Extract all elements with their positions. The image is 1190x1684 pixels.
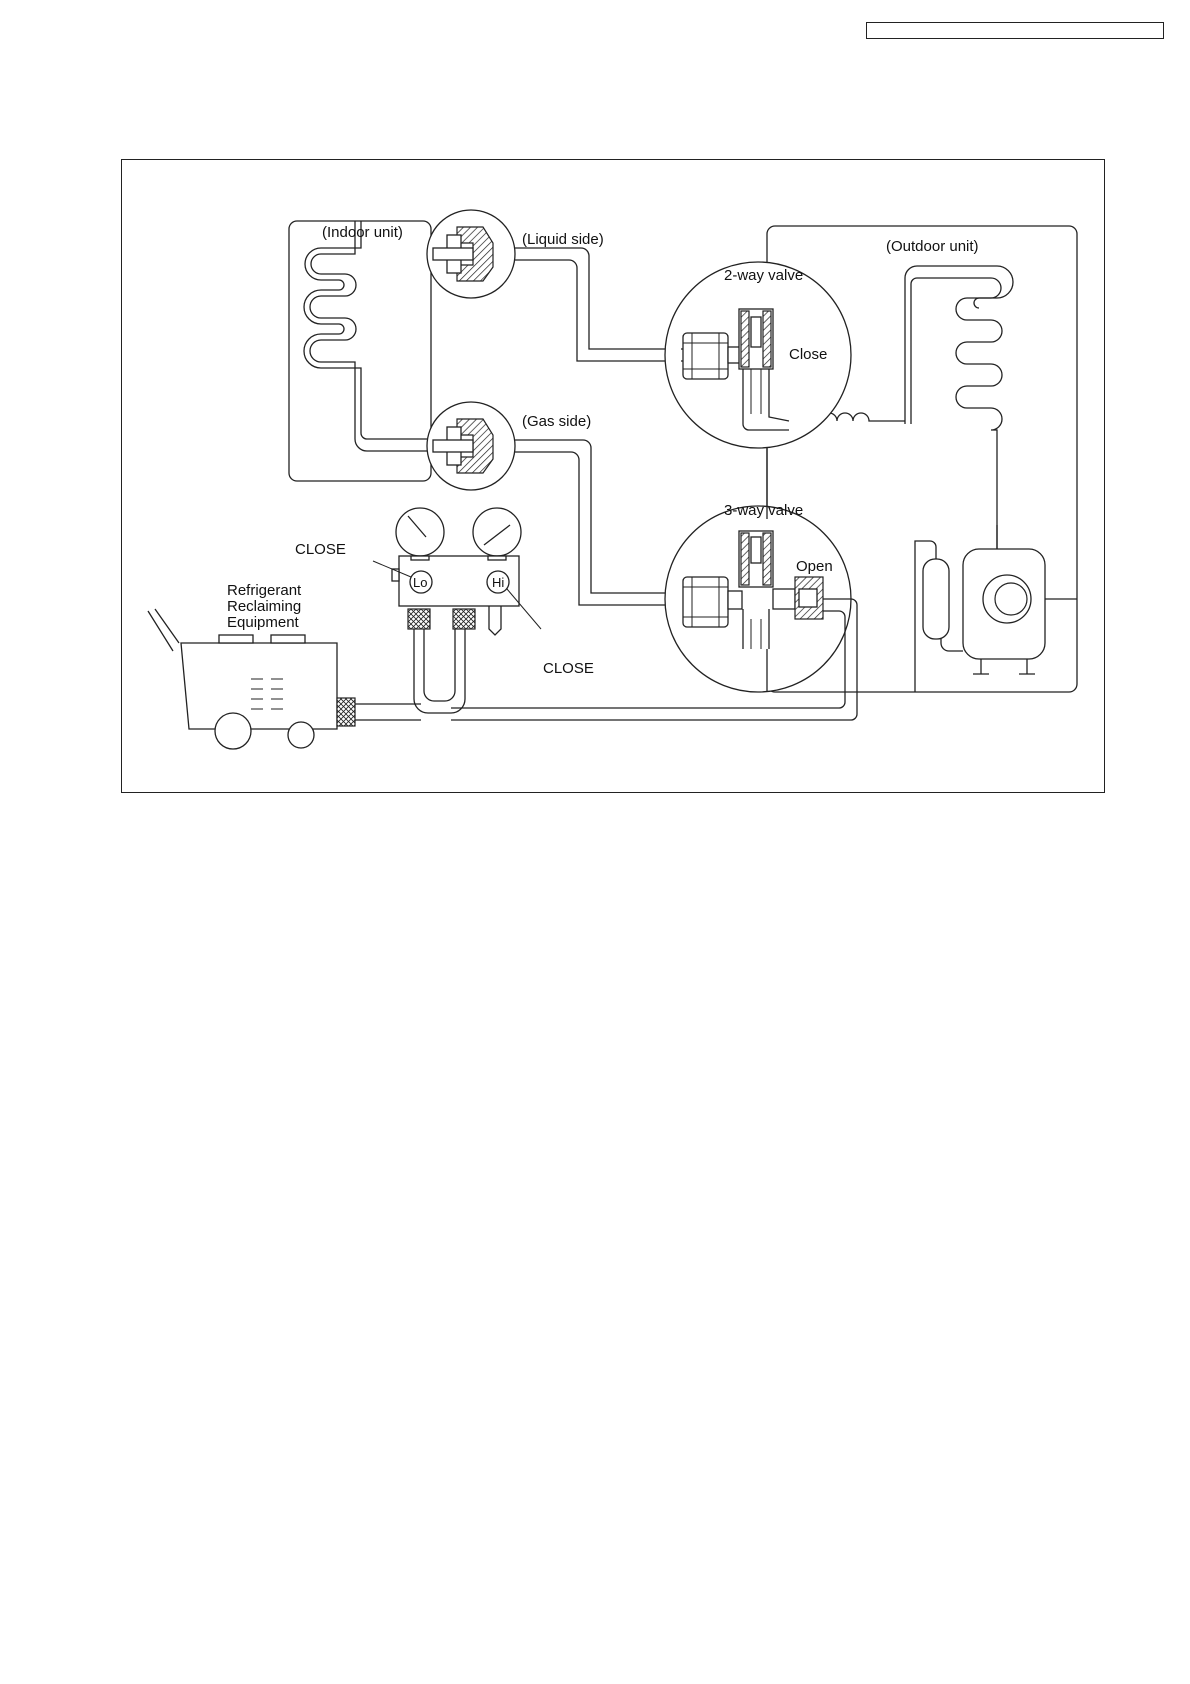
three-way-state-label: Open [796, 558, 833, 575]
outdoor-unit-label: (Outdoor unit) [886, 238, 979, 255]
hi-gauge-label: Hi [492, 575, 504, 590]
manifold-gauge [373, 508, 541, 713]
indoor-unit-label: (Indoor unit) [322, 224, 403, 241]
two-way-valve-label: 2-way valve [724, 267, 803, 284]
three-way-valve-label: 3-way valve [724, 502, 803, 519]
diagram-frame: (Indoor unit) (Liquid side) (Gas side) (… [121, 159, 1105, 793]
liquid-side-label: (Liquid side) [522, 231, 604, 248]
reclaim-label-line2: Reclaiming [227, 598, 301, 615]
gas-flare-detail [427, 402, 515, 490]
lo-gauge-label: Lo [413, 575, 427, 590]
reclaim-label-line3: Equipment [227, 614, 300, 631]
hi-close-label: CLOSE [543, 660, 594, 677]
reclaim-label-line1: Refrigerant [227, 582, 302, 599]
indoor-unit [289, 221, 431, 481]
liquid-flare-detail [427, 210, 515, 298]
gas-side-label: (Gas side) [522, 413, 591, 430]
two-way-state-label: Close [789, 346, 827, 363]
lo-close-label: CLOSE [295, 541, 346, 558]
header-box [866, 22, 1164, 39]
